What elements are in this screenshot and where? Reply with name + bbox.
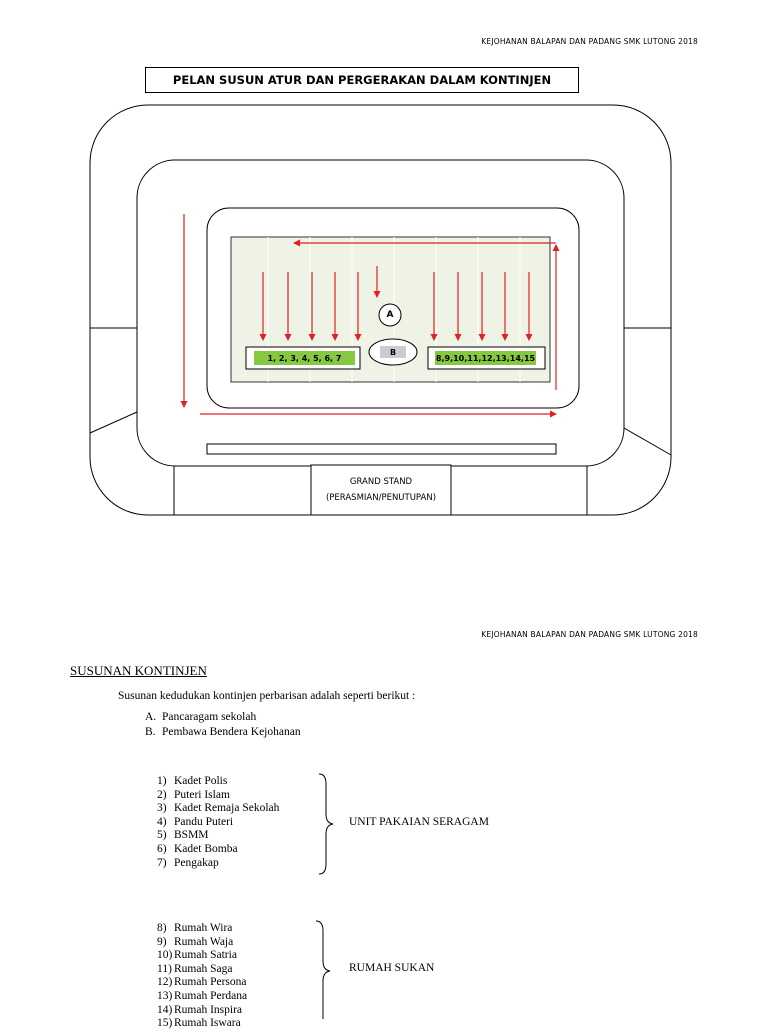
ab-list: A.Pancaragam sekolah B.Pembawa Bendera K…: [145, 710, 301, 739]
list-item: 13)Rumah Perdana: [157, 989, 248, 1002]
ab-item: B.Pembawa Bendera Kejohanan: [145, 725, 301, 738]
track-line-right-bottom: [623, 427, 672, 456]
list-item: 9)Rumah Waja: [157, 935, 234, 948]
contingent-arrows: [259, 272, 533, 341]
field-boundary: [206, 207, 580, 409]
intro-text: Susunan kedudukan kontinjen perbarisan a…: [118, 690, 416, 702]
brace-sports: [315, 920, 331, 1019]
list-item: 5)BSMM: [157, 829, 209, 842]
track-line-left-bottom: [89, 411, 138, 434]
group-left-label: 1, 2, 3, 4, 5, 6, 7: [267, 353, 342, 363]
list-item: 14)Rumah Inspira: [157, 1003, 243, 1016]
movement-arrows: [180, 214, 560, 418]
grand-stand-sublabel: (PERASMIAN/PENUTUPAN): [325, 493, 437, 503]
bleacher-bar: [206, 443, 557, 455]
grand-stand: GRAND STAND (PERASMIAN/PENUTUPAN): [311, 465, 451, 515]
group-right-fill: [435, 351, 536, 365]
page-header: KEJOHANAN BALAPAN DAN PADANG SMK LUTONG …: [481, 37, 698, 46]
list-item: 2)Puteri Islam: [157, 788, 230, 801]
marker-a-circle: [378, 303, 402, 327]
page-header-2: KEJOHANAN BALAPAN DAN PADANG SMK LUTONG …: [481, 630, 698, 639]
group-left-fill: [254, 351, 355, 365]
list-item: 7)Pengakap: [157, 856, 219, 869]
group-label-sports: RUMAH SUKAN: [349, 962, 435, 974]
sports-house-list: 8)Rumah Wira 9)Rumah Waja 10)Rumah Satri…: [157, 922, 247, 1031]
list-item: 8)Rumah Wira: [157, 922, 233, 934]
plan-title: PELAN SUSUN ATUR DAN PERGERAKAN DALAM KO…: [145, 67, 579, 93]
list-item: 1)Kadet Polis: [157, 775, 228, 787]
group-label-uniform: UNIT PAKAIAN SERAGAM: [349, 816, 489, 828]
stadium-plan: [89, 104, 672, 516]
list-item: 11)Rumah Saga: [157, 962, 233, 975]
list-item: 4)Pandu Puteri: [157, 815, 234, 828]
uniform-unit-list: 1)Kadet Polis 2)Puteri Islam 3)Kadet Rem…: [157, 775, 279, 870]
brace-uniform: [318, 773, 334, 875]
marker-b-fill: [380, 346, 406, 358]
list-item: 12)Rumah Persona: [157, 976, 247, 989]
list-item: 3)Kadet Remaja Sekolah: [157, 802, 280, 815]
marker-a-label: A: [386, 310, 394, 320]
list-item: 6)Kadet Bomba: [157, 842, 238, 855]
grand-stand-label: GRAND STAND: [349, 477, 413, 487]
ab-item: A.Pancaragam sekolah: [145, 711, 257, 723]
section-title: SUSUNAN KONTINJEN: [70, 663, 207, 678]
list-item: 10)Rumah Satria: [157, 949, 237, 962]
group-right-label: 8,9,10,11,12,13,14,15: [435, 353, 536, 363]
grand-stand-box: [310, 464, 452, 516]
marker-b-label: B: [389, 347, 397, 357]
